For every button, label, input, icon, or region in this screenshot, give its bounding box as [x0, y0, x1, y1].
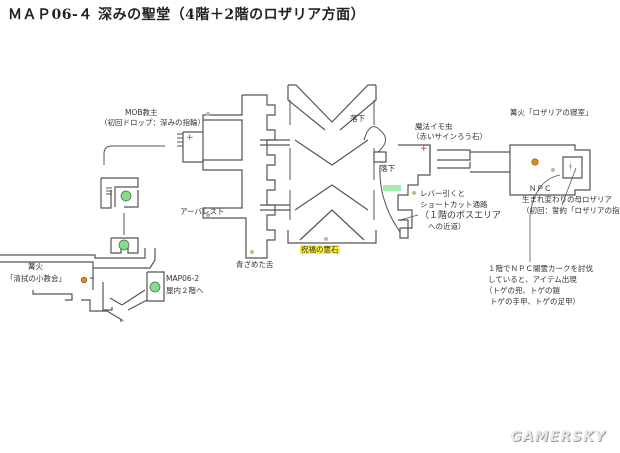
npc-name-label: 生まれ変わりの母ロザリア [522, 195, 612, 204]
enemy-mark-icon: + [186, 133, 194, 143]
map-link-label[interactable]: MAP06-2 [166, 274, 200, 283]
bonfire-name-label: 「清拭の小教会」 [6, 274, 66, 283]
item-icon [551, 168, 555, 172]
magic-bug-sub-label: （赤いサインろう石） [412, 132, 487, 141]
item-icon [206, 213, 210, 217]
note-pointer [529, 174, 561, 262]
blessing-stone-label: 祝福の霊石 [300, 245, 340, 254]
drop-box [373, 151, 387, 163]
elevator-icon [149, 281, 161, 293]
map-exit-room [146, 271, 165, 302]
drop-arrow-1 [363, 126, 386, 153]
mob-drop-label: （初回ドロップ：深みの指輪） [100, 118, 205, 127]
npc-alcove [562, 156, 583, 179]
drop-label-2: 落下 [380, 164, 395, 173]
npc-sub-label: （初回：誓約「ロザリアの指」 [522, 206, 620, 215]
comb-structure [202, 94, 276, 259]
arbalest-label: アーバレスト [180, 207, 225, 216]
npc-pointer [561, 167, 577, 206]
lever-label-1: レバー引くと [420, 189, 465, 198]
npc-label: ＮＰＣ [529, 184, 552, 193]
elevator-room-upper [100, 177, 139, 209]
magic-bug-label: 魔法イモ虫 [415, 122, 453, 131]
item-icon [412, 191, 416, 195]
blue-tongue-label: 青ざめた舌 [236, 260, 274, 269]
npc-icon: ᚼ [568, 162, 573, 171]
mob-label: MOB教主 [125, 108, 158, 117]
elevator-icon [120, 190, 132, 202]
lever-label-4: への近道） [428, 222, 466, 231]
elevator-icon [118, 239, 130, 251]
shortcut-marker [383, 185, 401, 191]
central-room [397, 144, 431, 239]
lever-pointer [399, 214, 419, 221]
note-label-3: （トゲの兜、トゲの鎧 [485, 286, 560, 295]
bonfire-label: 篝火 [28, 262, 43, 271]
elevator-room-lower [110, 237, 139, 254]
lattice [287, 84, 377, 244]
lever-label-2: ショートカット通路 [420, 200, 488, 209]
note-label-2: していると、アイテム出現 [488, 275, 577, 284]
map-title: ＭＡＰ06-４ 深みの聖堂（4階＋2階のロザリア方面） [8, 7, 366, 23]
bonfire-icon [531, 158, 539, 166]
drop-label-1: 落下 [350, 114, 365, 123]
bonfire-icon [80, 276, 88, 284]
lower-corridor [0, 248, 156, 269]
drop-arrow-2 [379, 164, 401, 233]
lever-label-3: （１階のボスエリア [420, 211, 502, 221]
bonfire-rosaria-label: 篝火「ロザリアの寝室」 [510, 108, 593, 117]
mob-room [182, 120, 204, 163]
note-label-1: １階でＮＰＣ闇霊カークを討伐 [488, 264, 593, 273]
rosaria-room [509, 144, 591, 196]
item-icon [206, 112, 210, 116]
enemy-mark-icon: + [420, 144, 428, 154]
path-arrow [103, 145, 165, 165]
item-icon [324, 237, 328, 241]
watermark: GAMERSKY [510, 429, 606, 445]
note-label-4: トゲの手甲、トゲの足甲） [490, 297, 580, 306]
mob-room-stairs [177, 133, 183, 147]
map-link-sub-label: 屋内２階へ [166, 286, 204, 295]
item-icon [250, 250, 254, 254]
